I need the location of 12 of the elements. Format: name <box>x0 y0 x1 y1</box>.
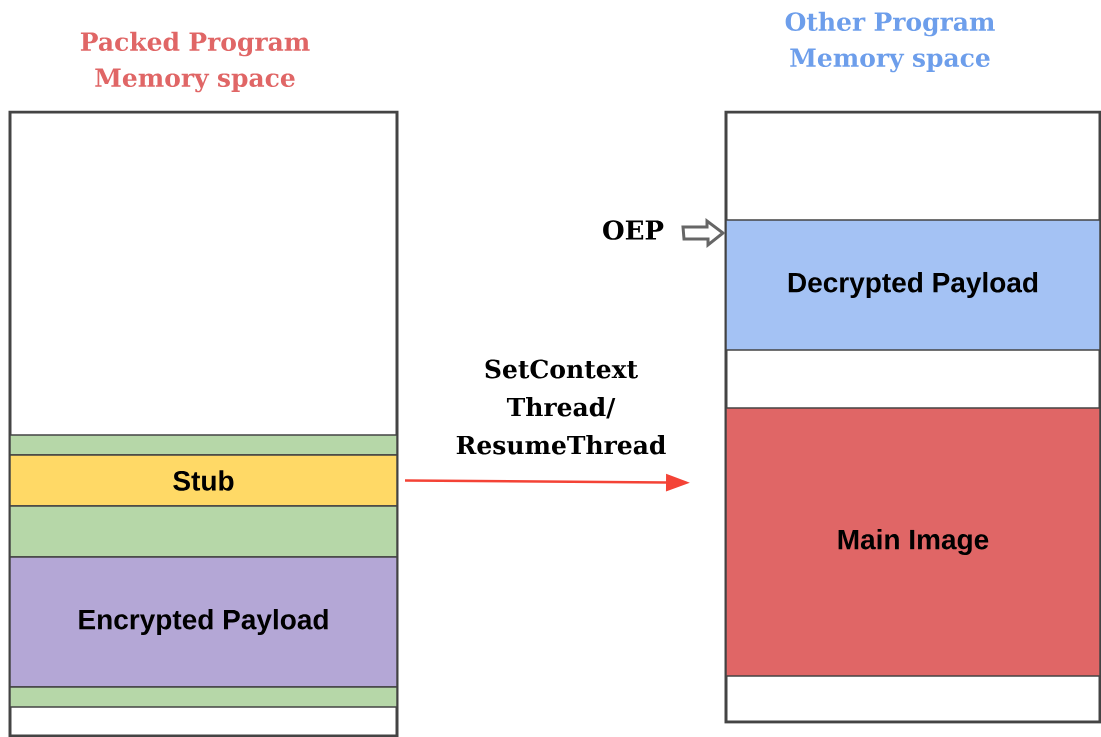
memory-segment: Decrypted Payload <box>725 219 1101 351</box>
edge-label: SetContext Thread/ ResumeThread <box>424 357 698 457</box>
memory-segment: Stub <box>9 454 398 507</box>
memory-segment <box>9 505 398 558</box>
memory-segment <box>9 434 398 456</box>
entry-label: OEP <box>603 220 664 240</box>
column-heading: Packed Program Memory space <box>80 31 310 93</box>
memory-segment: Encrypted Payload <box>9 556 398 688</box>
block-arrow <box>681 218 726 249</box>
memory-segment <box>9 686 398 708</box>
column-heading: Other Program Memory space <box>785 11 995 73</box>
memory-segment: Main Image <box>725 407 1101 677</box>
